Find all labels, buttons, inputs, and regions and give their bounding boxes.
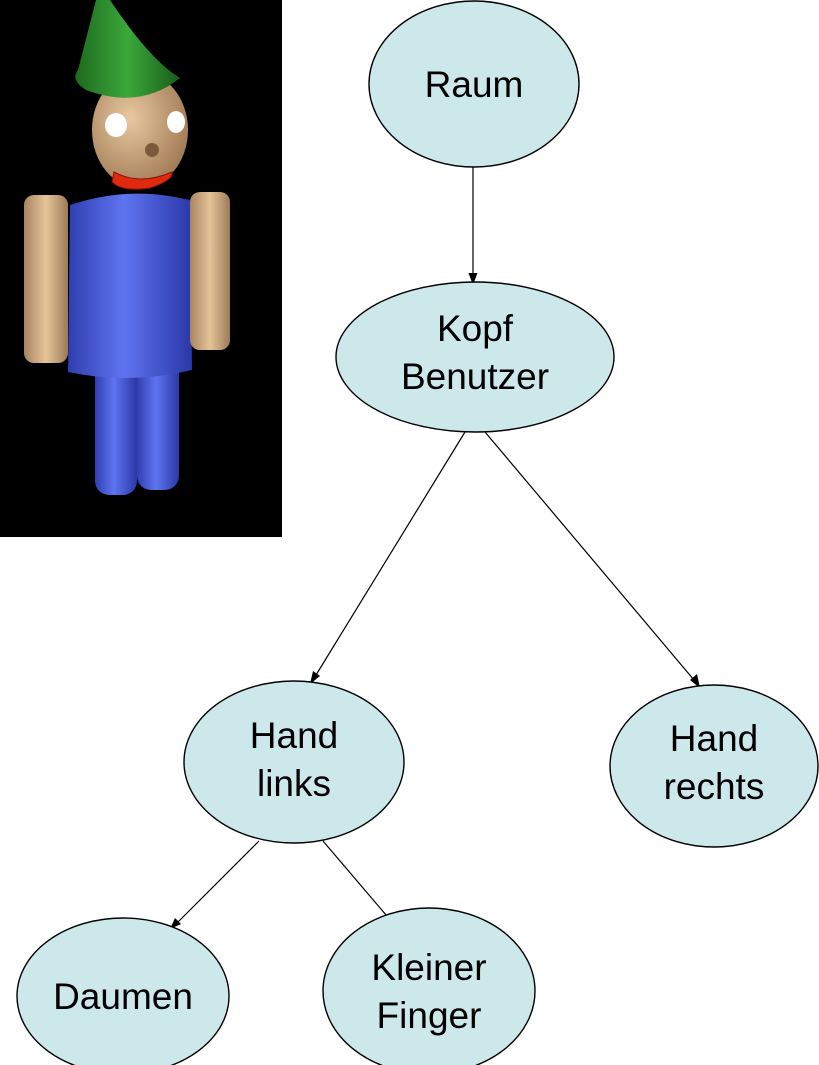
node-hand-rechts-shape [609,684,819,848]
edge-hand-links-kleiner-finger [322,840,393,923]
node-daumen: Daumen [16,917,230,1065]
edge-hand-links-daumen [176,840,260,924]
node-kopf-shape [335,281,615,433]
node-kleiner-finger: Kleiner Finger [322,907,536,1065]
figure-left-eye [105,113,127,137]
figure-right-eye [167,111,185,133]
figure-left-leg [95,360,137,495]
node-daumen-shape [16,917,230,1065]
arrowhead-raum-kopf [468,273,478,285]
arrowhead-hand-links-daumen [170,918,181,929]
node-raum: Raum [368,0,580,168]
figure-left-arm [24,195,68,363]
node-hand-rechts: Hand rechts [609,684,819,848]
figure-right-arm [190,192,230,350]
figure-mouth [111,171,173,190]
node-raum-shape [368,0,580,168]
figure-right-leg [137,360,179,490]
figure-torso [68,193,192,379]
edge-kopf-hand-rechts [484,431,695,681]
node-kleiner-finger-label-line1: Kleiner [371,947,486,988]
node-hand-links-shape [183,680,405,844]
figure-hat [75,0,180,98]
node-hand-rechts-label-line2: rechts [664,766,765,807]
node-hand-rechts-label-line1: Hand [670,718,758,759]
gnome-figure-picture [0,0,282,537]
node-kleiner-finger-label-line2: Finger [377,995,482,1036]
node-kleiner-finger-shape [322,907,536,1065]
node-hand-links-label-line1: Hand [250,715,338,756]
figure-head [92,72,188,188]
node-kopf: Kopf Benutzer [335,281,615,433]
arrowhead-kopf-hand-rechts [690,674,700,688]
arrowhead-kopf-hand-links [310,671,320,684]
node-daumen-label: Daumen [53,976,193,1017]
figure-nose [145,143,159,157]
node-hand-links-label-line2: links [257,763,331,804]
edge-kopf-hand-links [315,431,466,676]
node-hand-links: Hand links [183,680,405,844]
node-raum-label: Raum [425,64,524,105]
node-kopf-label-line1: Kopf [437,308,514,349]
node-kopf-label-line2: Benutzer [401,356,549,397]
